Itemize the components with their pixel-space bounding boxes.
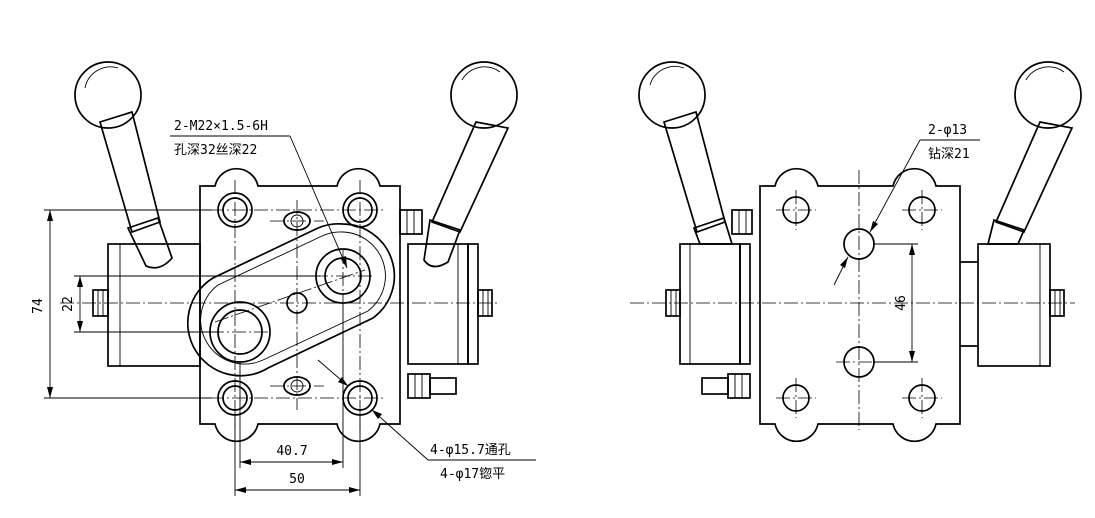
dim-22: 22 xyxy=(61,275,320,333)
dim-40-7-label: 40.7 xyxy=(276,444,307,459)
right-view-right-handle xyxy=(986,61,1082,245)
callout-drill-hole: 2-φ13 钻深21 xyxy=(833,123,980,286)
right-view-left-cylinder xyxy=(665,209,753,399)
callout-thread-line1: 2-M22×1.5-6H xyxy=(174,119,268,134)
dim-50-label: 50 xyxy=(289,472,305,487)
right-cylinder xyxy=(399,209,493,399)
callout-drill-hole-line2: 钻深21 xyxy=(928,147,970,162)
left-handle xyxy=(74,61,173,269)
dim-50: 50 xyxy=(234,415,361,496)
main-body xyxy=(199,167,401,443)
callout-thread: 2-M22×1.5-6H 孔深32丝深22 xyxy=(170,119,348,269)
dim-40-7: 40.7 xyxy=(239,303,344,468)
dim-22-label: 22 xyxy=(61,296,76,312)
right-view-right-cylinder xyxy=(960,243,1065,367)
right-handle xyxy=(423,61,518,268)
callout-through-hole: 4-φ15.7通孔 4-φ17锪平 xyxy=(317,359,536,482)
left-center-lines xyxy=(60,180,500,430)
callout-drill-hole-line1: 2-φ13 xyxy=(928,123,967,138)
dim-46-label: 46 xyxy=(894,295,909,311)
dim-74: 74 xyxy=(31,209,212,399)
flange-plate xyxy=(186,222,396,377)
left-view: 74 22 40.7 50 xyxy=(31,61,536,496)
right-view-body xyxy=(759,167,961,443)
dim-74-label: 74 xyxy=(31,298,46,314)
right-view-center-lines xyxy=(630,170,1075,430)
dim-46: 46 xyxy=(874,243,918,363)
right-view: 46 2-φ13 钻深21 xyxy=(630,61,1082,443)
callout-through-hole-line1: 4-φ15.7通孔 xyxy=(430,443,511,458)
callout-through-hole-line2: 4-φ17锪平 xyxy=(440,466,505,482)
callout-thread-line2: 孔深32丝深22 xyxy=(174,143,257,158)
corner-holes xyxy=(217,192,378,416)
left-cylinder xyxy=(92,243,201,367)
right-view-left-handle xyxy=(638,61,734,245)
